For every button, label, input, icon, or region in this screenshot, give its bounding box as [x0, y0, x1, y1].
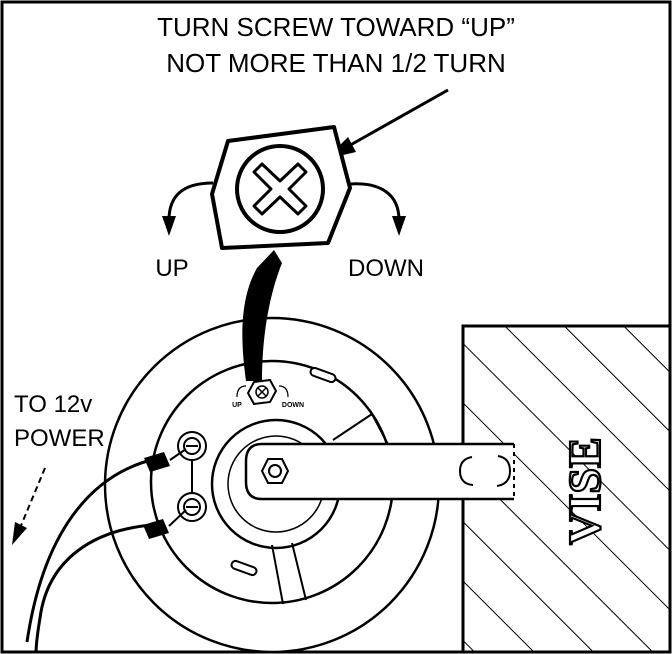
- pointer-arrow-icon: [242, 250, 282, 381]
- lower-terminal: [177, 492, 207, 522]
- down-label: DOWN: [348, 255, 424, 282]
- vise-block: VISE: [461, 324, 670, 652]
- down-rotation-arrow-icon: [349, 182, 406, 236]
- up-label: UP: [155, 255, 188, 282]
- upper-terminal: [177, 431, 207, 461]
- small-down-label: DOWN: [282, 402, 304, 409]
- phillips-cross-icon: [252, 162, 308, 216]
- instruction-line-1: TURN SCREW TOWARD “UP”: [157, 12, 515, 42]
- instruction-line-2: NOT MORE THAN 1/2 TURN: [166, 48, 506, 78]
- power-arrow: [12, 467, 46, 545]
- power-label-line-2: POWER: [14, 425, 105, 452]
- power-wires: [25, 448, 187, 652]
- vise-label: VISE: [559, 437, 610, 544]
- small-adjusting-screw-icon: [236, 378, 289, 406]
- adjusting-screw-icon: [210, 125, 352, 250]
- up-rotation-arrow-icon: [162, 181, 214, 236]
- power-label-line-1: TO 12v: [14, 391, 92, 418]
- small-up-label: UP: [232, 402, 242, 409]
- instruction-pointer-arrow: [326, 88, 449, 159]
- clamp-bar: [244, 442, 515, 501]
